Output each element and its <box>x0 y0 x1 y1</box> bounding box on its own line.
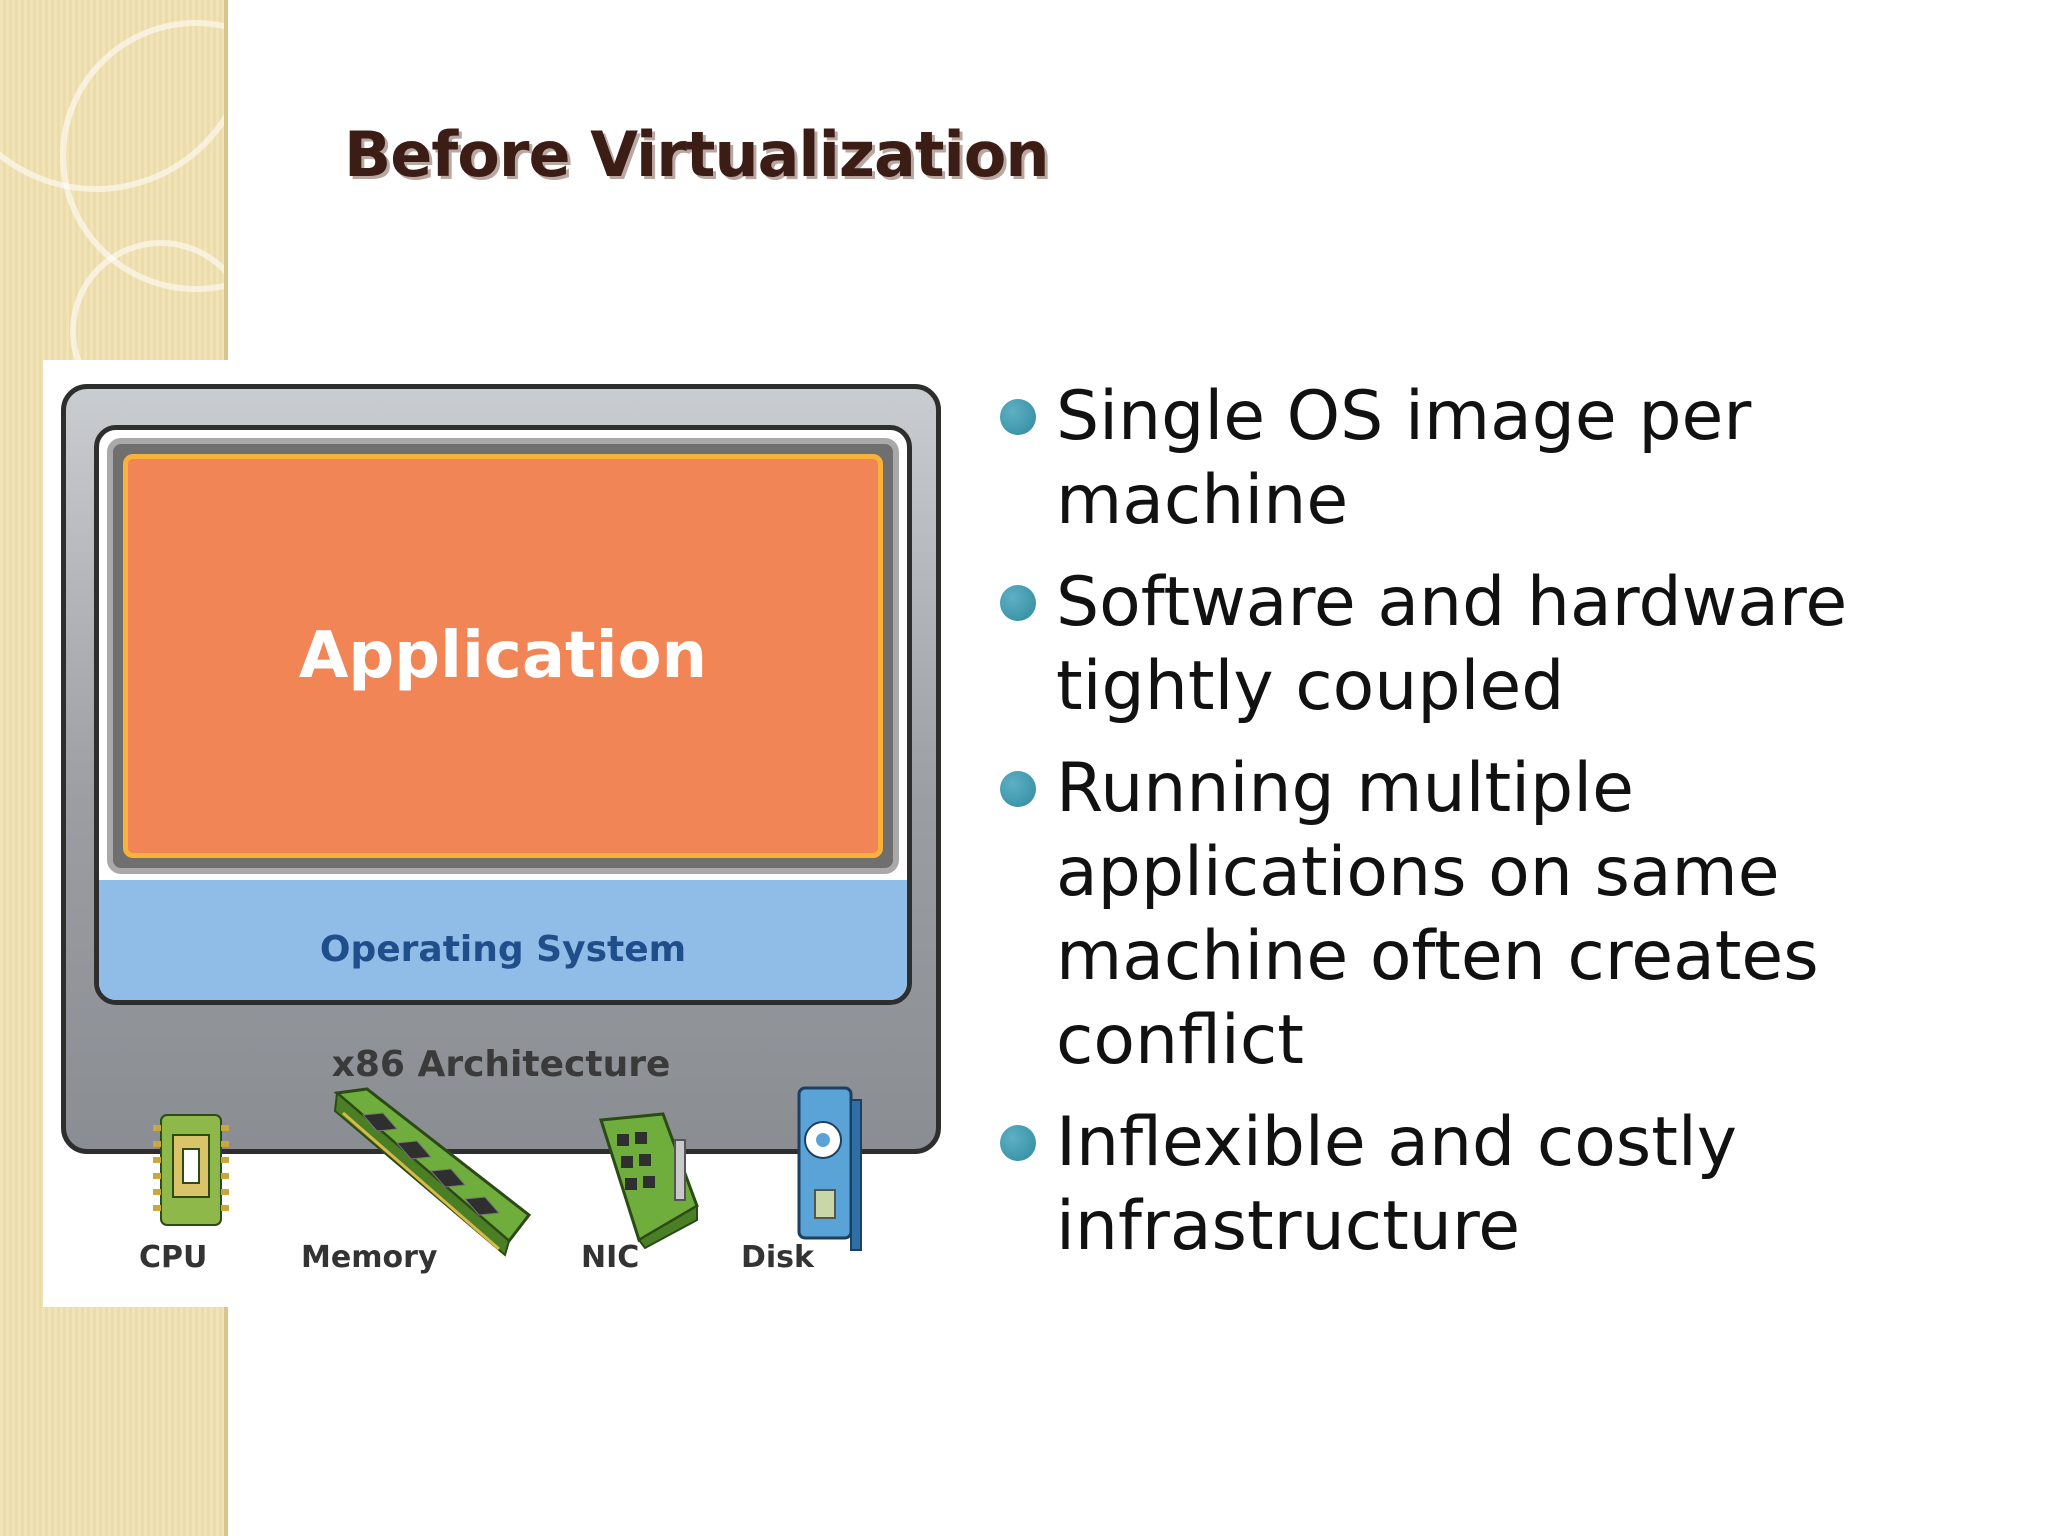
slide-title: Before Virtualization <box>344 118 1049 191</box>
bullet-item: Inflexible and costly infrastructure <box>994 1101 1994 1269</box>
bullet-text: Running multiple applications on same ma… <box>1056 749 1819 1080</box>
decorative-ring <box>0 0 228 192</box>
bullet-list: Single OS image per machine Software and… <box>994 375 1994 1287</box>
bullet-item: Single OS image per machine <box>994 375 1994 543</box>
bullet-text: Single OS image per machine <box>1056 377 1752 540</box>
architecture-label: x86 Architecture <box>331 1044 671 1085</box>
os-container: Application Operating System <box>94 425 912 1005</box>
operating-system-layer: Operating System <box>99 880 907 1000</box>
memory-module-icon <box>333 1087 532 1257</box>
hardware-chassis: Application Operating System x86 Archite… <box>61 384 941 1154</box>
nic-label: NIC <box>581 1240 640 1275</box>
application-frame: Application <box>107 438 899 874</box>
application-block: Application <box>123 454 883 858</box>
cpu-label: CPU <box>139 1240 208 1275</box>
bullet-text: Inflexible and costly infrastructure <box>1056 1103 1738 1266</box>
bullet-dot-icon <box>1000 1125 1036 1161</box>
disk-drive-icon <box>797 1086 862 1251</box>
network-card-icon <box>599 1112 699 1250</box>
bullet-dot-icon <box>1000 585 1036 621</box>
application-label: Application <box>298 619 708 693</box>
bullet-item: Software and hardware tightly coupled <box>994 561 1994 729</box>
memory-label: Memory <box>301 1240 438 1275</box>
bullet-text: Software and hardware tightly coupled <box>1056 563 1848 726</box>
bullet-item: Running multiple applications on same ma… <box>994 747 1994 1083</box>
cpu-chip-icon <box>153 1114 229 1226</box>
bullet-dot-icon <box>1000 399 1036 435</box>
architecture-diagram: Application Operating System x86 Archite… <box>43 360 963 1307</box>
disk-label: Disk <box>741 1240 814 1275</box>
bullet-dot-icon <box>1000 771 1036 807</box>
operating-system-label: Operating System <box>319 929 687 970</box>
